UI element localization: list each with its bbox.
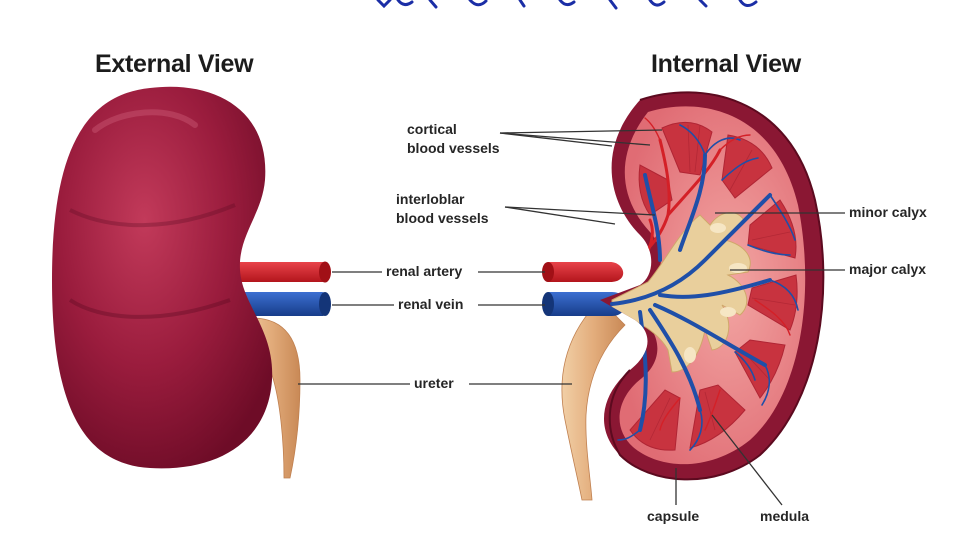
label-minor-calyx: minor calyx xyxy=(849,204,927,220)
label-renal-artery: renal artery xyxy=(386,263,463,279)
cropped-heading-remnant xyxy=(376,0,758,10)
label-interlobar-blood-vessels: interloblar blood vessels xyxy=(396,191,489,226)
label-major-calyx: major calyx xyxy=(849,261,927,277)
label-medula: medula xyxy=(760,508,810,524)
internal-view-title: Internal View xyxy=(651,50,801,78)
label-renal-vein: renal vein xyxy=(398,296,464,312)
internal-kidney-cross-section xyxy=(542,91,825,501)
external-view-title: External View xyxy=(95,50,254,78)
leader-lines xyxy=(298,129,845,506)
label-ureter: ureter xyxy=(414,375,454,391)
external-kidney-illustration xyxy=(52,86,331,479)
label-capsule: capsule xyxy=(647,508,700,524)
label-cortical-blood-vessels: cortical blood vessels xyxy=(407,121,500,156)
